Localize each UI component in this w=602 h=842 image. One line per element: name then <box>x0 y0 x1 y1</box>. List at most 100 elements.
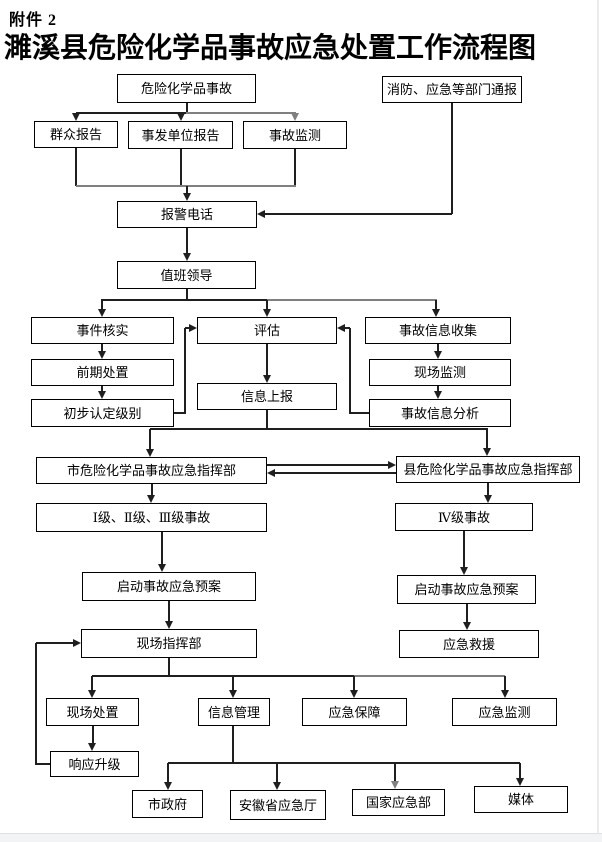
connector-line <box>186 228 188 254</box>
connector-line <box>266 410 268 429</box>
connector-line <box>91 726 94 744</box>
node-accident-info-analysis: 事故信息分析 <box>369 399 511 427</box>
node-city-hq: 市危险化学品事故应急指挥部 <box>36 457 267 484</box>
arrowhead-left-icon <box>337 323 345 332</box>
connector-line <box>36 763 50 765</box>
connector-line <box>101 344 103 352</box>
node-level-1-2-3: Ⅰ级、Ⅱ级、Ⅲ级事故 <box>36 503 267 532</box>
node-city-government: 市政府 <box>132 790 203 818</box>
connector-line <box>167 763 169 783</box>
node-response-upgrade: 响应升级 <box>50 751 139 777</box>
connector-line <box>266 344 268 376</box>
arrowhead-down-icon <box>483 495 492 503</box>
connector-line <box>232 676 234 691</box>
node-preliminary-disposal: 前期处置 <box>31 359 174 386</box>
connector-line <box>168 601 170 622</box>
arrowhead-down-icon <box>87 690 96 698</box>
node-media: 媒体 <box>474 786 568 813</box>
connector-line <box>101 300 103 310</box>
node-preliminary-level: 初步认定级别 <box>31 399 174 427</box>
connector-line <box>437 386 439 392</box>
connector-line <box>150 428 488 430</box>
node-alarm-call: 报警电话 <box>117 201 257 228</box>
attachment-label: 附件 2 <box>9 12 58 29</box>
connector-line <box>274 472 396 474</box>
arrowhead-left-icon <box>257 209 265 218</box>
connector-line <box>185 327 190 329</box>
connector-line <box>350 412 369 414</box>
connector-line <box>267 299 437 301</box>
arrowhead-right-icon <box>73 638 81 647</box>
connector-line <box>186 112 296 114</box>
node-launch-plan-right: 启动事故应急预案 <box>397 575 536 604</box>
connector-line <box>168 658 170 676</box>
connector-line <box>186 186 188 194</box>
node-site-command: 现场指挥部 <box>81 629 257 658</box>
connector-line <box>463 531 465 568</box>
connector-line <box>184 328 186 414</box>
connector-line <box>349 328 351 414</box>
arrowhead-down-icon <box>97 309 106 317</box>
connector-line <box>466 604 468 623</box>
connector-line <box>36 642 74 644</box>
connector-line <box>504 676 506 691</box>
arrowhead-down-icon <box>272 782 281 790</box>
connector-line <box>101 299 268 301</box>
connector-line <box>76 112 186 114</box>
arrowhead-down-icon <box>433 351 442 359</box>
connector-line <box>266 300 268 310</box>
node-info-reporting: 信息上报 <box>197 383 337 410</box>
arrowhead-down-icon <box>182 193 191 201</box>
arrowhead-down-icon <box>163 782 172 790</box>
node-level-4: Ⅳ级事故 <box>395 503 533 531</box>
arrowhead-down-icon <box>88 743 96 751</box>
arrowhead-down-icon <box>290 113 299 121</box>
connector-line <box>435 300 437 310</box>
arrowhead-down-icon <box>262 375 271 383</box>
node-emergency-rescue: 应急救援 <box>399 630 539 658</box>
connector-line <box>180 149 182 186</box>
connector-line <box>486 429 488 449</box>
page-right-edge-divider <box>597 0 599 833</box>
arrowhead-down-icon <box>97 391 106 399</box>
connector-line <box>174 412 185 414</box>
connector-line <box>344 327 350 329</box>
connector-line <box>519 763 521 779</box>
connector-line <box>394 763 396 782</box>
connector-line <box>264 213 452 215</box>
arrowhead-down-icon <box>145 449 154 457</box>
arrowhead-down-icon <box>433 391 442 399</box>
arrowhead-down-icon <box>349 690 358 698</box>
arrowhead-down-icon <box>500 690 509 698</box>
node-county-hq: 县危险化学品事故应急指挥部 <box>396 456 580 483</box>
node-public-report: 群众报告 <box>34 121 118 148</box>
connector-line <box>186 289 188 300</box>
arrowhead-down-icon <box>164 621 173 629</box>
connector-line <box>437 344 439 352</box>
connector-line <box>487 483 489 496</box>
node-hazmat-accident: 危险化学品事故 <box>117 74 256 103</box>
arrowhead-down-icon <box>157 564 166 572</box>
connector-line <box>168 762 520 764</box>
node-emergency-monitoring: 应急监测 <box>452 698 557 726</box>
connector-line <box>101 386 103 392</box>
node-launch-plan-left: 启动事故应急预案 <box>82 572 256 601</box>
connector-line <box>35 643 37 765</box>
node-unit-report: 事发单位报告 <box>128 121 233 149</box>
connector-line <box>276 763 278 783</box>
arrowhead-left-icon <box>267 468 275 477</box>
arrowhead-down-icon <box>228 690 237 698</box>
arrowhead-down-icon <box>431 309 440 317</box>
connector-line <box>294 149 296 186</box>
node-site-disposal: 现场处置 <box>46 698 139 726</box>
arrowhead-down-icon <box>459 567 468 575</box>
node-assessment: 评估 <box>197 317 337 344</box>
connector-line <box>451 103 453 214</box>
arrowhead-right-icon <box>388 460 396 469</box>
arrowhead-down-icon <box>390 781 399 789</box>
arrowhead-down-icon <box>262 309 271 317</box>
connector-line <box>232 726 234 763</box>
page-title: 濉溪县危险化学品事故应急处置工作流程图 <box>4 33 537 64</box>
arrowhead-right-icon <box>189 323 197 332</box>
